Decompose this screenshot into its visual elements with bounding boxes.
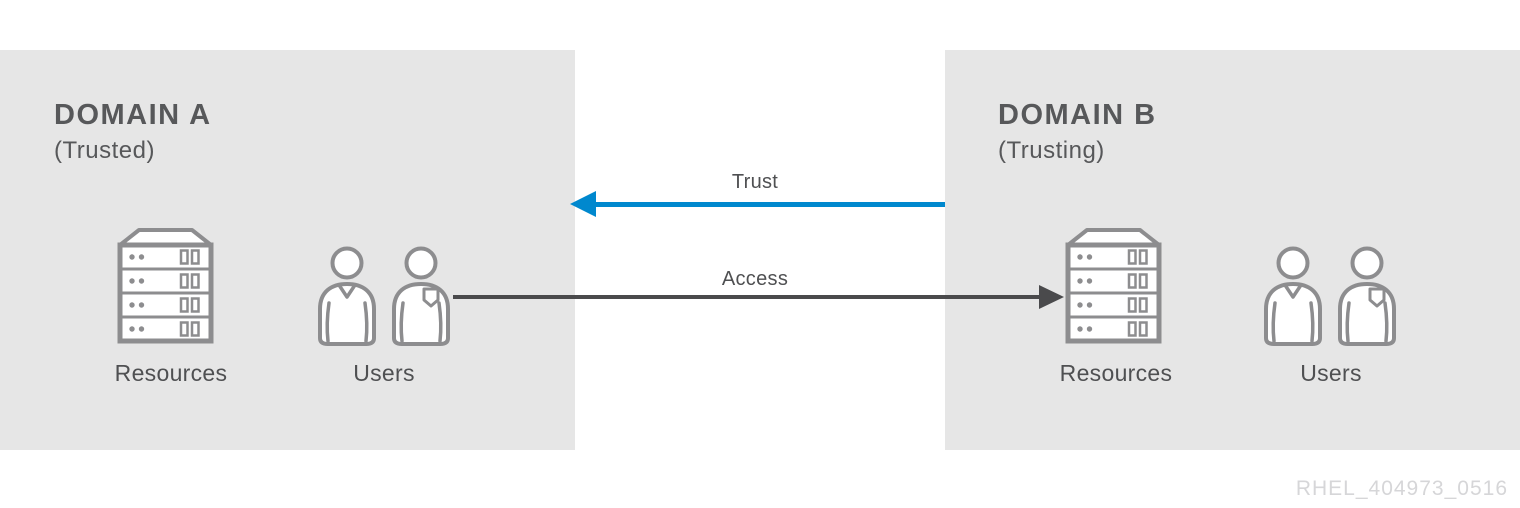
trust-arrow-label: Trust — [731, 171, 779, 193]
domain-a-users-label: Users — [353, 360, 415, 386]
trust-arrow-head — [570, 191, 596, 217]
users-icon — [316, 246, 458, 346]
domain-b-users-label: Users — [1300, 360, 1362, 386]
server-rack-icon — [1061, 226, 1166, 344]
domain-b-title: DOMAIN B — [998, 99, 1157, 131]
domain-a-resources-label: Resources — [114, 360, 228, 386]
domain-b-resources-label: Resources — [1059, 360, 1173, 386]
domain-b-panel — [945, 50, 1520, 450]
trust-arrow-line — [584, 202, 945, 207]
domain-b-subtitle: (Trusting) — [998, 137, 1105, 164]
domain-a-subtitle: (Trusted) — [54, 137, 155, 164]
server-rack-icon — [113, 226, 218, 344]
access-arrow-head — [1039, 285, 1064, 309]
watermark-text: RHEL_404973_0516 — [1295, 477, 1508, 500]
access-arrow-label: Access — [721, 268, 789, 290]
access-arrow-line — [453, 295, 1041, 299]
domain-a-panel — [0, 50, 575, 450]
users-icon — [1262, 246, 1404, 346]
domain-a-title: DOMAIN A — [54, 99, 212, 131]
